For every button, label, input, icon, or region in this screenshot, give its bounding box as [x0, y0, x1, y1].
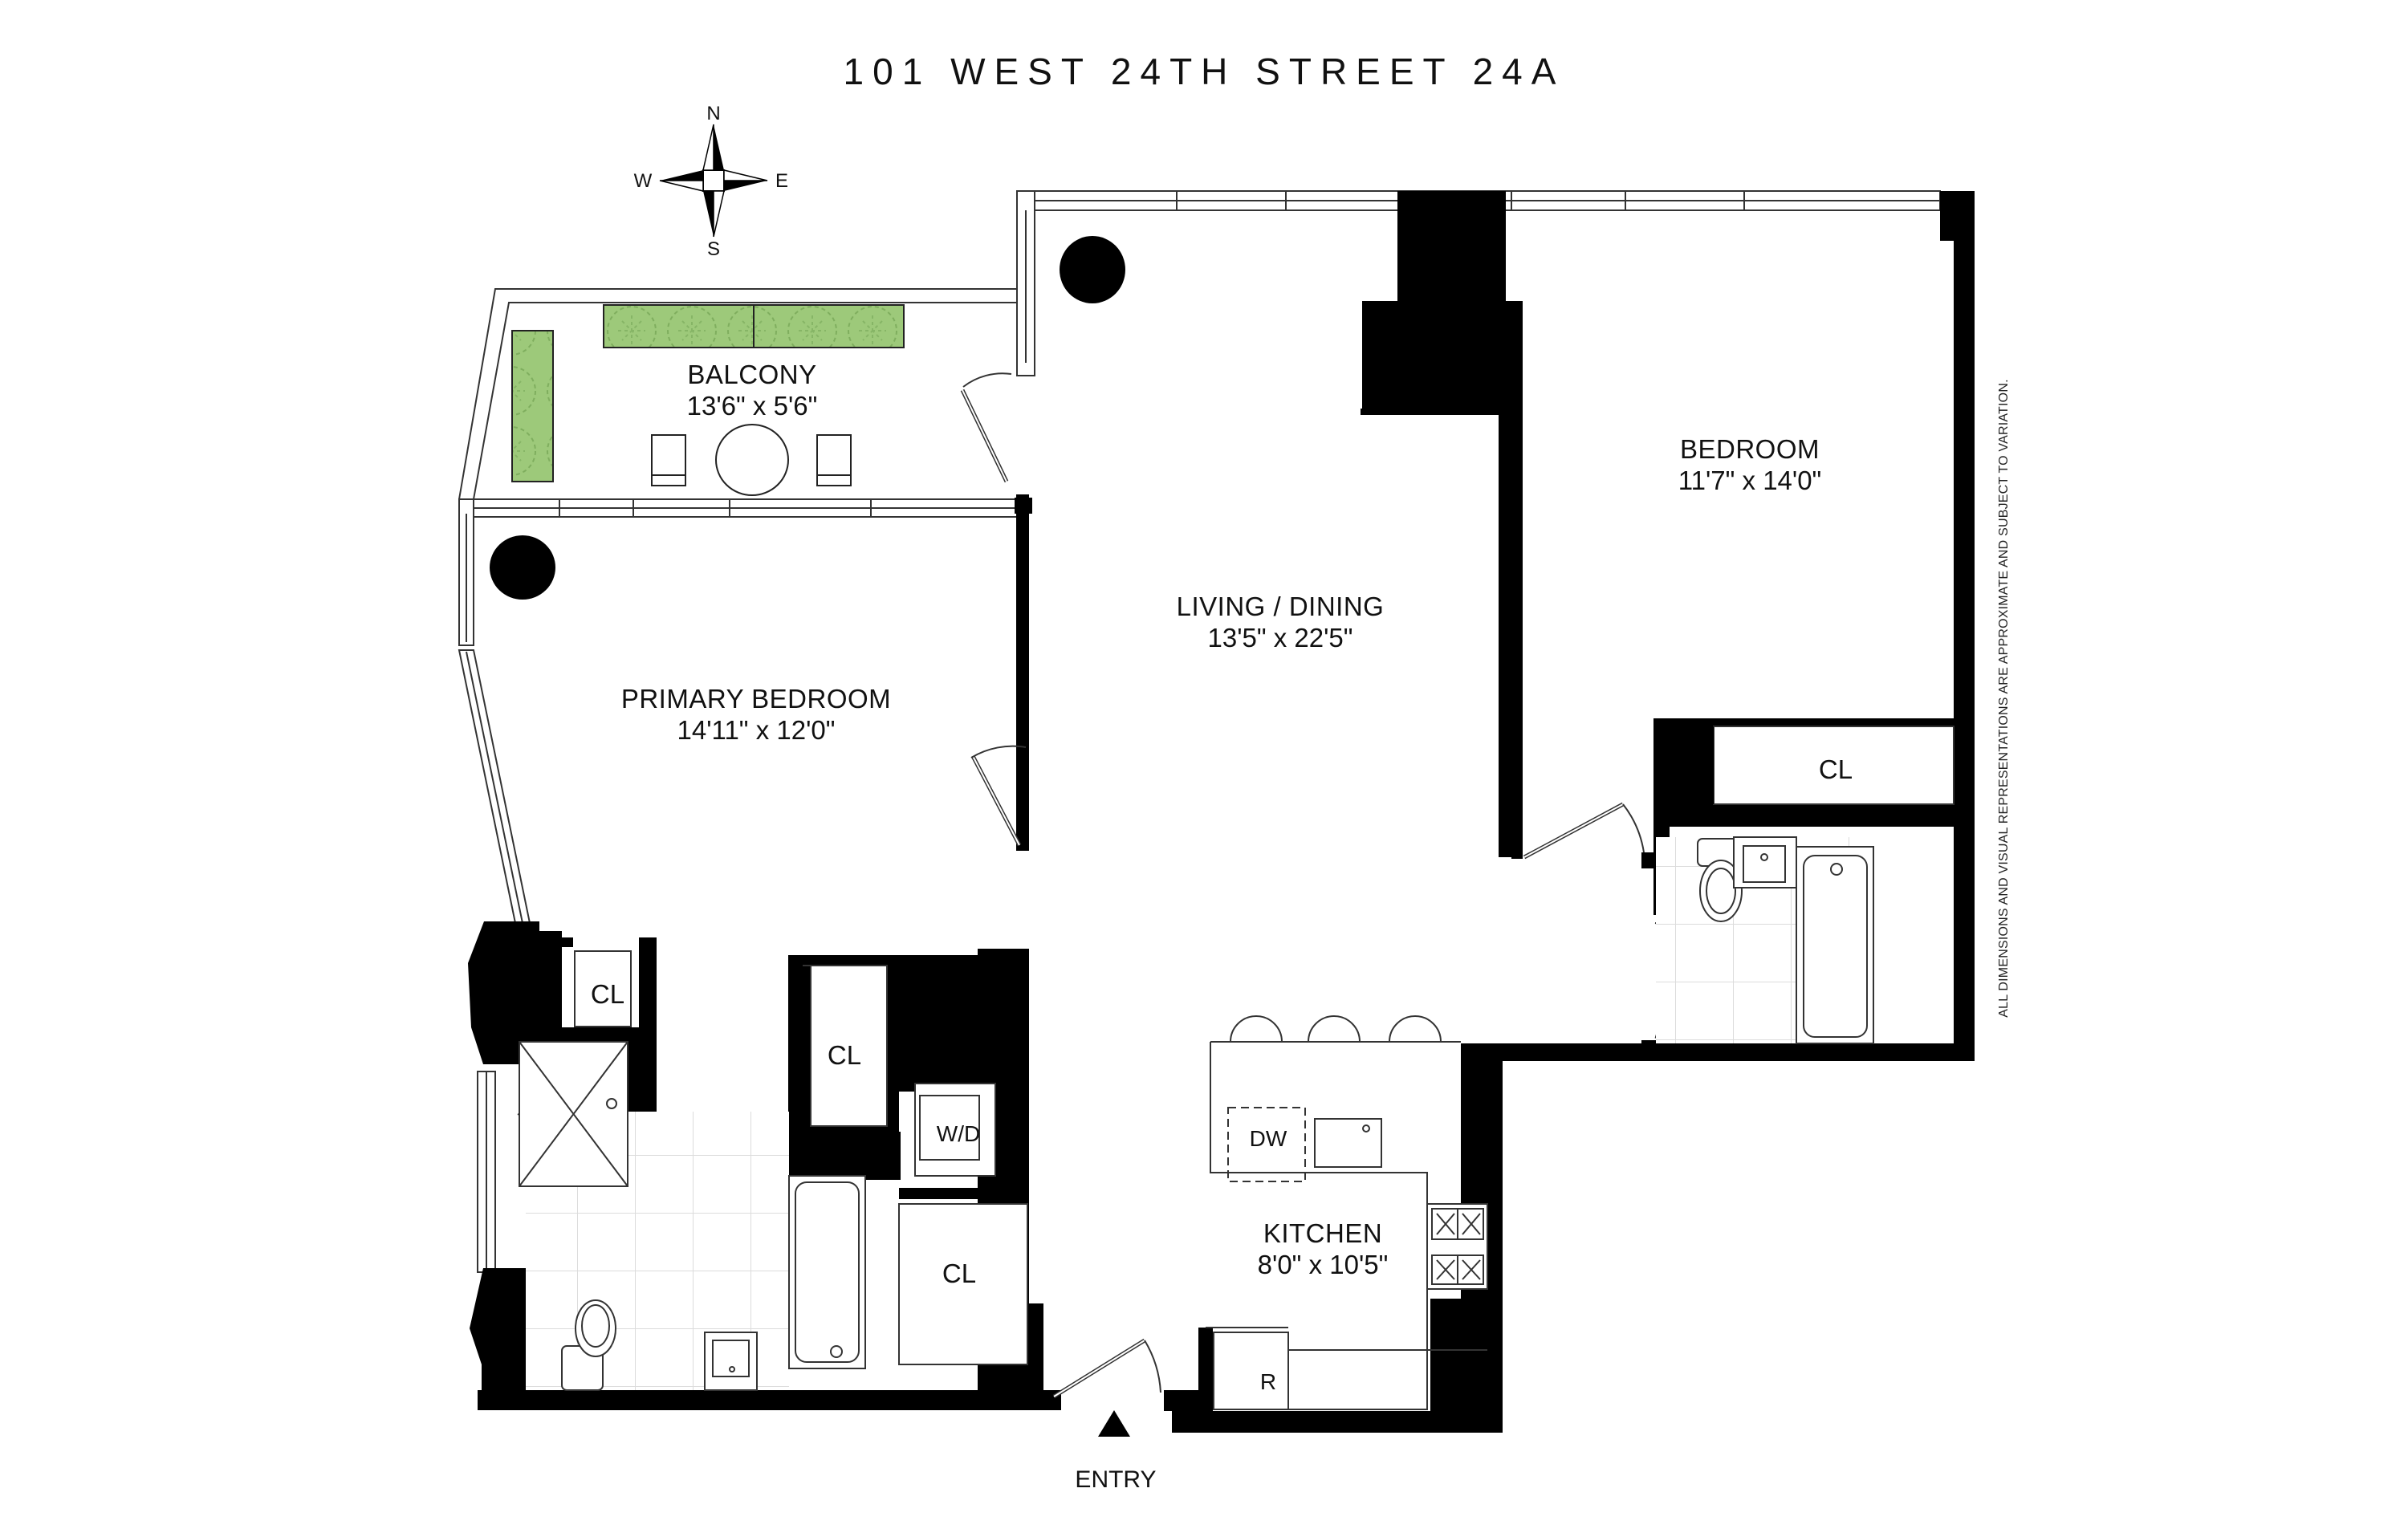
room-label-living-dining: LIVING / DINING 13'5" x 22'5"	[1177, 592, 1385, 654]
shower-icon	[519, 1041, 628, 1187]
balcony-table	[715, 424, 789, 496]
entry-arrow-icon	[1098, 1410, 1130, 1437]
stool-icon	[1308, 1015, 1361, 1043]
room-label-primary-bedroom: PRIMARY BEDROOM 14'11" x 12'0"	[621, 684, 891, 746]
toilet-icon	[1697, 838, 1745, 922]
refrigerator-label: R	[1259, 1369, 1277, 1394]
disclaimer-text: ALL DIMENSIONS AND VISUAL REPRESENTATION…	[1997, 379, 2011, 1018]
column-primary	[490, 535, 555, 600]
compass-south-label: S	[706, 238, 721, 260]
room-label-bedroom: BEDROOM 11'7" x 14'0"	[1678, 434, 1822, 497]
kitchen-east-wall	[1430, 1043, 1521, 1433]
room-name: LIVING / DINING	[1176, 592, 1385, 621]
toilet-icon	[561, 1299, 616, 1391]
room-dimensions: 14'11" x 12'0"	[677, 714, 836, 745]
balcony-chair-right	[816, 434, 852, 486]
closet-label: CL	[942, 1259, 977, 1288]
refrigerator-icon	[1213, 1332, 1289, 1410]
balcony-chair-left	[651, 434, 686, 486]
compass-north-label: N	[706, 103, 721, 124]
room-dimensions: 11'7" x 14'0"	[1678, 465, 1822, 495]
bedroom-bathroom	[1656, 726, 1954, 1044]
room-name: KITCHEN	[1263, 1218, 1383, 1248]
closet-label: CL	[590, 979, 625, 1009]
sink-icon	[704, 1332, 758, 1391]
planter-left	[511, 330, 554, 482]
room-name: PRIMARY BEDROOM	[620, 684, 892, 714]
room-label-balcony: BALCONY 13'6" x 5'6"	[687, 360, 818, 422]
column-living	[1060, 236, 1125, 303]
room-dimensions: 13'5" x 22'5"	[1207, 622, 1353, 653]
closet-label: CL	[827, 1040, 862, 1070]
closet-label: CL	[1818, 754, 1853, 784]
bathtub-icon	[1796, 846, 1874, 1044]
plan-title: 101 WEST 24TH STREET 24A	[843, 51, 1565, 92]
room-name: BEDROOM	[1679, 434, 1820, 464]
kitchen-fixtures	[1206, 1015, 1488, 1410]
compass-rose-icon	[659, 124, 768, 238]
room-dimensions: 8'0" x 10'5"	[1257, 1249, 1389, 1279]
column-chase	[1362, 191, 1523, 857]
room-label-kitchen: KITCHEN 8'0" x 10'5"	[1258, 1218, 1389, 1281]
primary-bathroom	[519, 1041, 866, 1391]
compass-east-label: E	[775, 170, 789, 192]
stool-icon	[1389, 1015, 1442, 1043]
sink-icon	[1733, 836, 1797, 888]
bathtub-icon	[788, 1175, 866, 1369]
balcony-area	[458, 288, 1019, 500]
room-dimensions: 13'6" x 5'6"	[686, 390, 818, 421]
dishwasher-icon	[1227, 1107, 1306, 1182]
closets	[574, 950, 1028, 1365]
bedroom-west-wall	[1511, 405, 1523, 859]
cooktop-icon	[1426, 1203, 1488, 1290]
entry-label: ENTRY	[1075, 1466, 1157, 1493]
kitchen-sink-icon	[1314, 1118, 1382, 1168]
room-name: BALCONY	[687, 360, 817, 389]
stool-icon	[1230, 1015, 1283, 1043]
compass-west-label: W	[633, 170, 653, 192]
dishwasher-label: DW	[1249, 1126, 1287, 1151]
washer-dryer-label: W/D	[936, 1121, 981, 1146]
